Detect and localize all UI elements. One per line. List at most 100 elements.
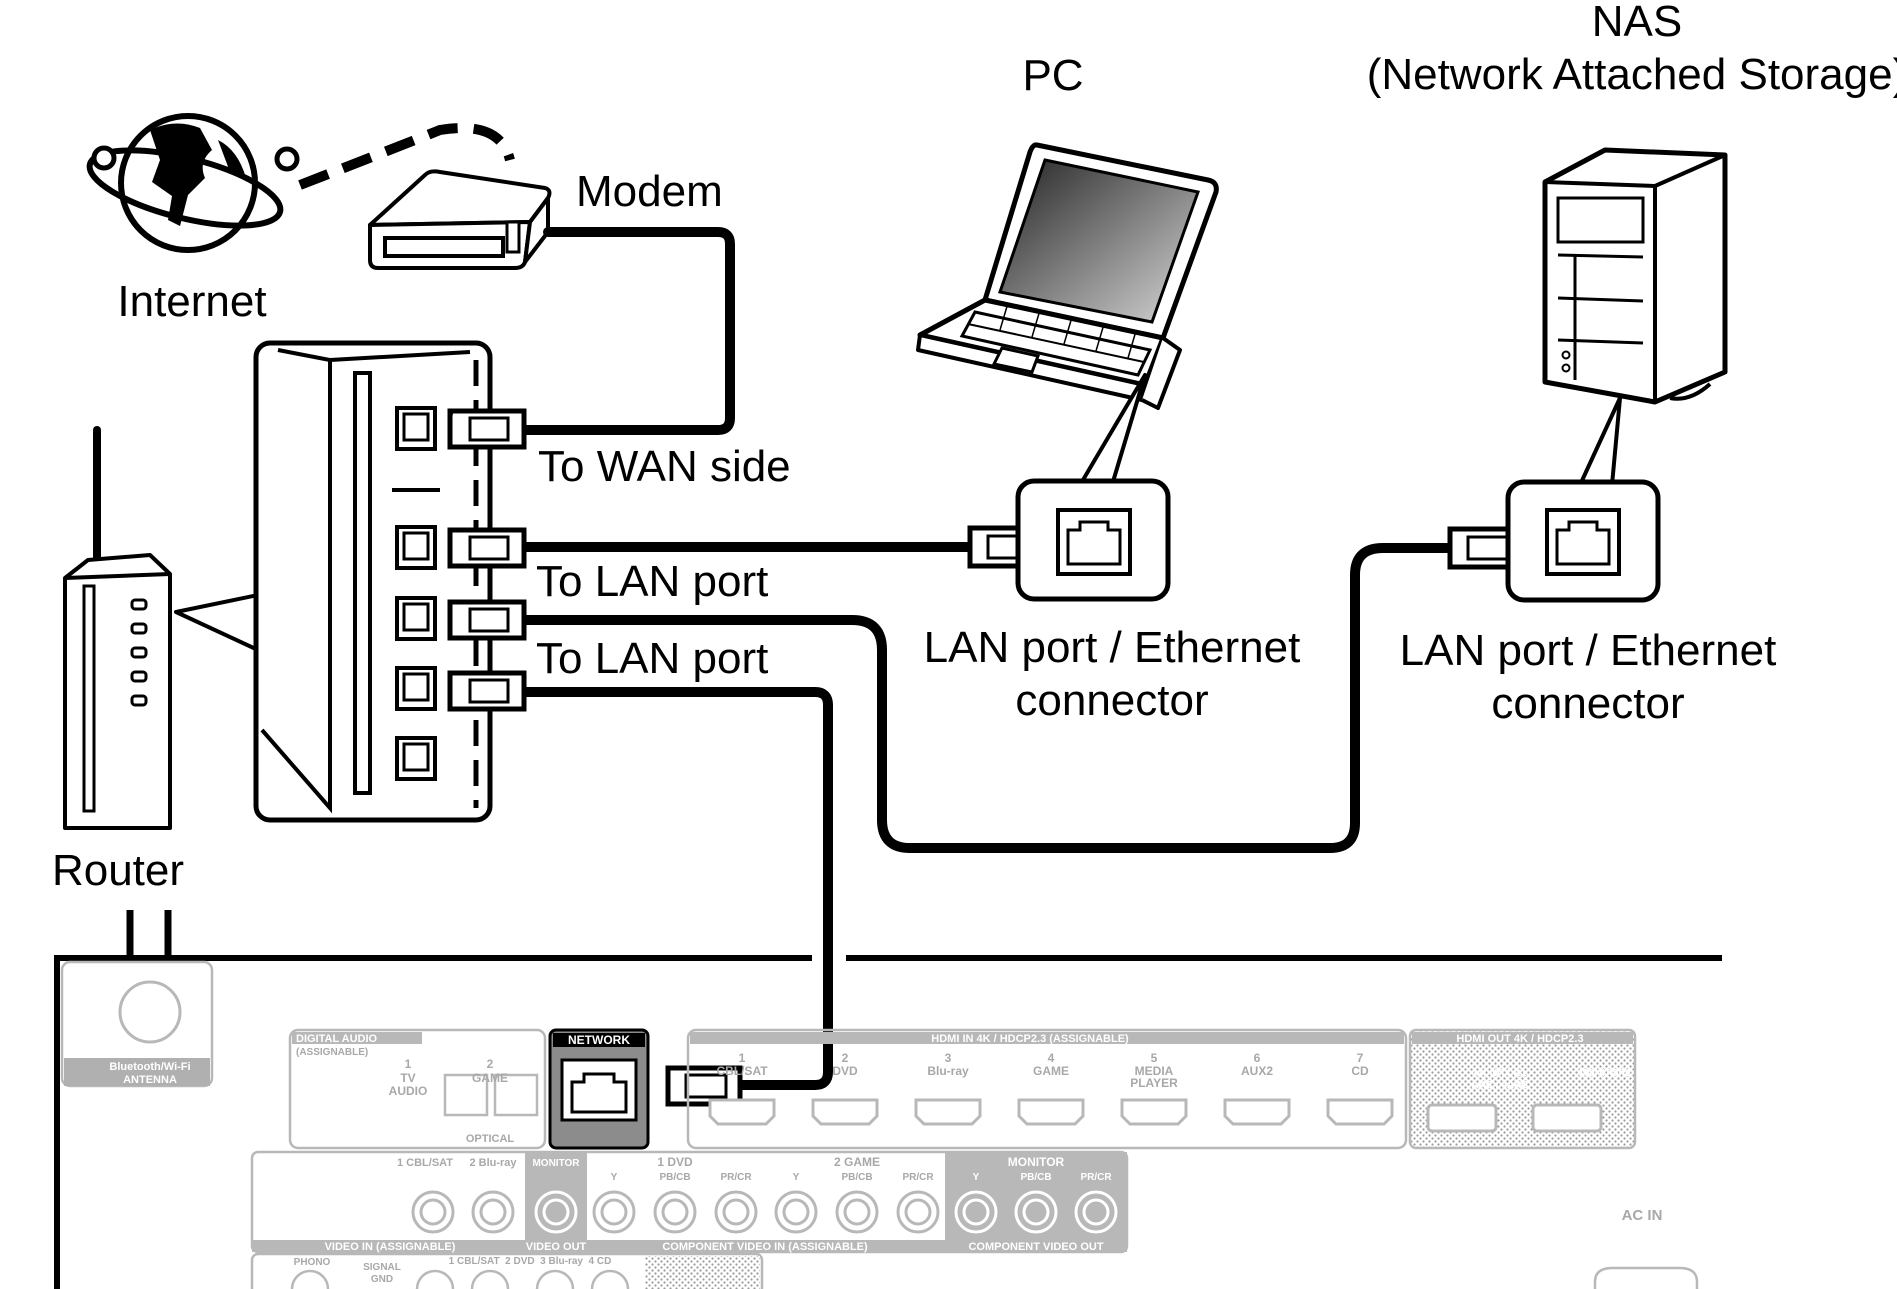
rca-jack: [411, 1190, 455, 1234]
hdmi-in-title: HDMI IN 4K / HDCP2.3 (ASSIGNABLE): [931, 1033, 1129, 1045]
digital-audio-assignable: (ASSIGNABLE): [296, 1047, 368, 1058]
hdmi-input-name: MEDIA: [1135, 1064, 1174, 1078]
video-bluray-label: 2 Blu-ray: [469, 1157, 517, 1169]
nas-label: NAS: [1592, 0, 1682, 46]
tv-label-line1: TV: [400, 1071, 415, 1085]
video-monitor-label: MONITOR: [532, 1158, 580, 1169]
monitor1-label-line1: MONITOR1: [1474, 1068, 1527, 1079]
plug-wan: [447, 408, 527, 450]
pc-port-label-line2: connector: [1015, 676, 1208, 725]
pc-port-label-line1: LAN port / Ethernet: [924, 623, 1301, 672]
digital-audio-title: DIGITAL AUDIO: [296, 1033, 378, 1045]
hdmi-input-number: 3: [945, 1051, 952, 1065]
tv-number: 1: [405, 1057, 412, 1071]
nas-port-label-line1: LAN port / Ethernet: [1400, 626, 1777, 675]
rca-jack: [1022, 1198, 1050, 1226]
game-label: GAME: [472, 1071, 508, 1085]
router-lan-port-2: [395, 596, 437, 641]
comp-pb-2: PB/CB: [841, 1172, 872, 1183]
optical-label: OPTICAL: [466, 1133, 515, 1145]
router-icon: [63, 426, 172, 830]
hdmi-input-number: 1: [739, 1051, 746, 1065]
rca-jack: [471, 1190, 515, 1234]
hdmi-input-port: [1017, 1098, 1085, 1126]
pc-lan-port: [1015, 478, 1171, 602]
hdmi-input-port: [1120, 1098, 1188, 1126]
hdmi-input-port: [1223, 1098, 1291, 1126]
router-lan-port-4: [395, 736, 437, 781]
hdmi-output-block: [1408, 1028, 1637, 1150]
hdmi-input-port: [811, 1098, 879, 1126]
rca-jack: [904, 1198, 932, 1226]
hdmi-input-ports: 1CBL/SAT2DVD3Blu-ray4GAME5MEDIAPLAYER6AU…: [708, 1051, 1394, 1126]
cable-router-nas: [515, 543, 1455, 853]
rca-jack: [774, 1190, 818, 1234]
rca-jack: [419, 1198, 447, 1226]
hdmi-input-number: 7: [1357, 1051, 1364, 1065]
hdmi-out-title: HDMI OUT 4K / HDCP2.3: [1456, 1033, 1583, 1045]
comp-pr-mon: PR/CR: [1080, 1172, 1112, 1183]
nas-port-label-line2: connector: [1491, 679, 1684, 728]
hdmi-input-name: CBL/SAT: [716, 1064, 768, 1078]
comp-in-footer: COMPONENT VIDEO IN (ASSIGNABLE): [662, 1241, 868, 1253]
game-number: 2: [487, 1057, 494, 1071]
rca-jack: [835, 1190, 879, 1234]
antenna-label-line2: ANTENNA: [123, 1074, 177, 1086]
tv-label-line2: AUDIO: [389, 1084, 428, 1098]
internet-link: [298, 123, 515, 190]
hdmi-input-port: [914, 1098, 982, 1126]
receiver-network-port: [548, 1028, 650, 1150]
monitor1-label-line2: ARC / eARC: [1471, 1080, 1528, 1091]
hdmi-input-number: 4: [1048, 1051, 1055, 1065]
hdmi-input-name: Blu-ray: [927, 1064, 969, 1078]
comp-pr-2: PR/CR: [902, 1172, 934, 1183]
router-callout: [174, 593, 259, 652]
rca-jack: [843, 1198, 871, 1226]
hdmi-input-name: AUX2: [1241, 1064, 1273, 1078]
comp-monitor-label: MONITOR: [1008, 1155, 1065, 1169]
rca-jack: [1074, 1190, 1118, 1234]
antenna-socket: [60, 960, 214, 1088]
comp-2game-label: 2 GAME: [834, 1155, 880, 1169]
video-cbl-label: 1 CBL/SAT: [397, 1157, 453, 1169]
comp-pr-1: PR/CR: [720, 1172, 752, 1183]
rca-jack: [1082, 1198, 1110, 1226]
hdmi-input-name: DVD: [832, 1064, 858, 1078]
cable-modem-wan: [515, 227, 735, 435]
cable-router-receiver: [515, 687, 833, 1090]
rca-jack: [722, 1198, 750, 1226]
plug-lan-3: [447, 670, 527, 712]
hdmi-input-block: [686, 1028, 1408, 1150]
comp-pb-1: PB/CB: [659, 1172, 690, 1183]
rca-jack: [962, 1198, 990, 1226]
analog-input-block: [250, 1252, 764, 1289]
digital-audio-block: [288, 1028, 547, 1150]
rca-jack: [1014, 1190, 1058, 1234]
comp-pb-mon: PB/CB: [1020, 1172, 1051, 1183]
nas-icon: [1542, 147, 1728, 405]
nas-lan-port: [1505, 479, 1661, 603]
video-out-footer: VIDEO OUT: [526, 1241, 587, 1253]
comp-y-mon: Y: [973, 1172, 980, 1183]
rca-jacks: [411, 1190, 1118, 1234]
rca-jack: [782, 1198, 810, 1226]
phono-label: PHONO: [294, 1257, 331, 1268]
hdmi-input-port: [708, 1098, 776, 1126]
router-wan-port: [395, 406, 437, 451]
laptop-icon: [916, 142, 1219, 410]
hdmi-input-name: PLAYER: [1130, 1076, 1178, 1090]
plug-lan-2: [447, 599, 527, 641]
router-lan-port-1: [395, 525, 437, 570]
network-label: NETWORK: [568, 1033, 630, 1047]
comp-y-1: Y: [611, 1172, 618, 1183]
analog-inputs-label: 1 CBL/SAT 2 DVD 3 Blu-ray 4 CD: [449, 1256, 612, 1267]
comp-out-footer: COMPONENT VIDEO OUT: [968, 1241, 1103, 1253]
router-lan-port-3: [395, 666, 437, 711]
hdmi-input-number: 6: [1254, 1051, 1261, 1065]
modem-label: Modem: [576, 167, 723, 216]
signal-gnd-label-line2: GND: [371, 1274, 393, 1285]
hdmi-input-port: [1326, 1098, 1394, 1126]
pc-label: PC: [1022, 51, 1083, 100]
comp-1dvd-label: 1 DVD: [657, 1155, 693, 1169]
